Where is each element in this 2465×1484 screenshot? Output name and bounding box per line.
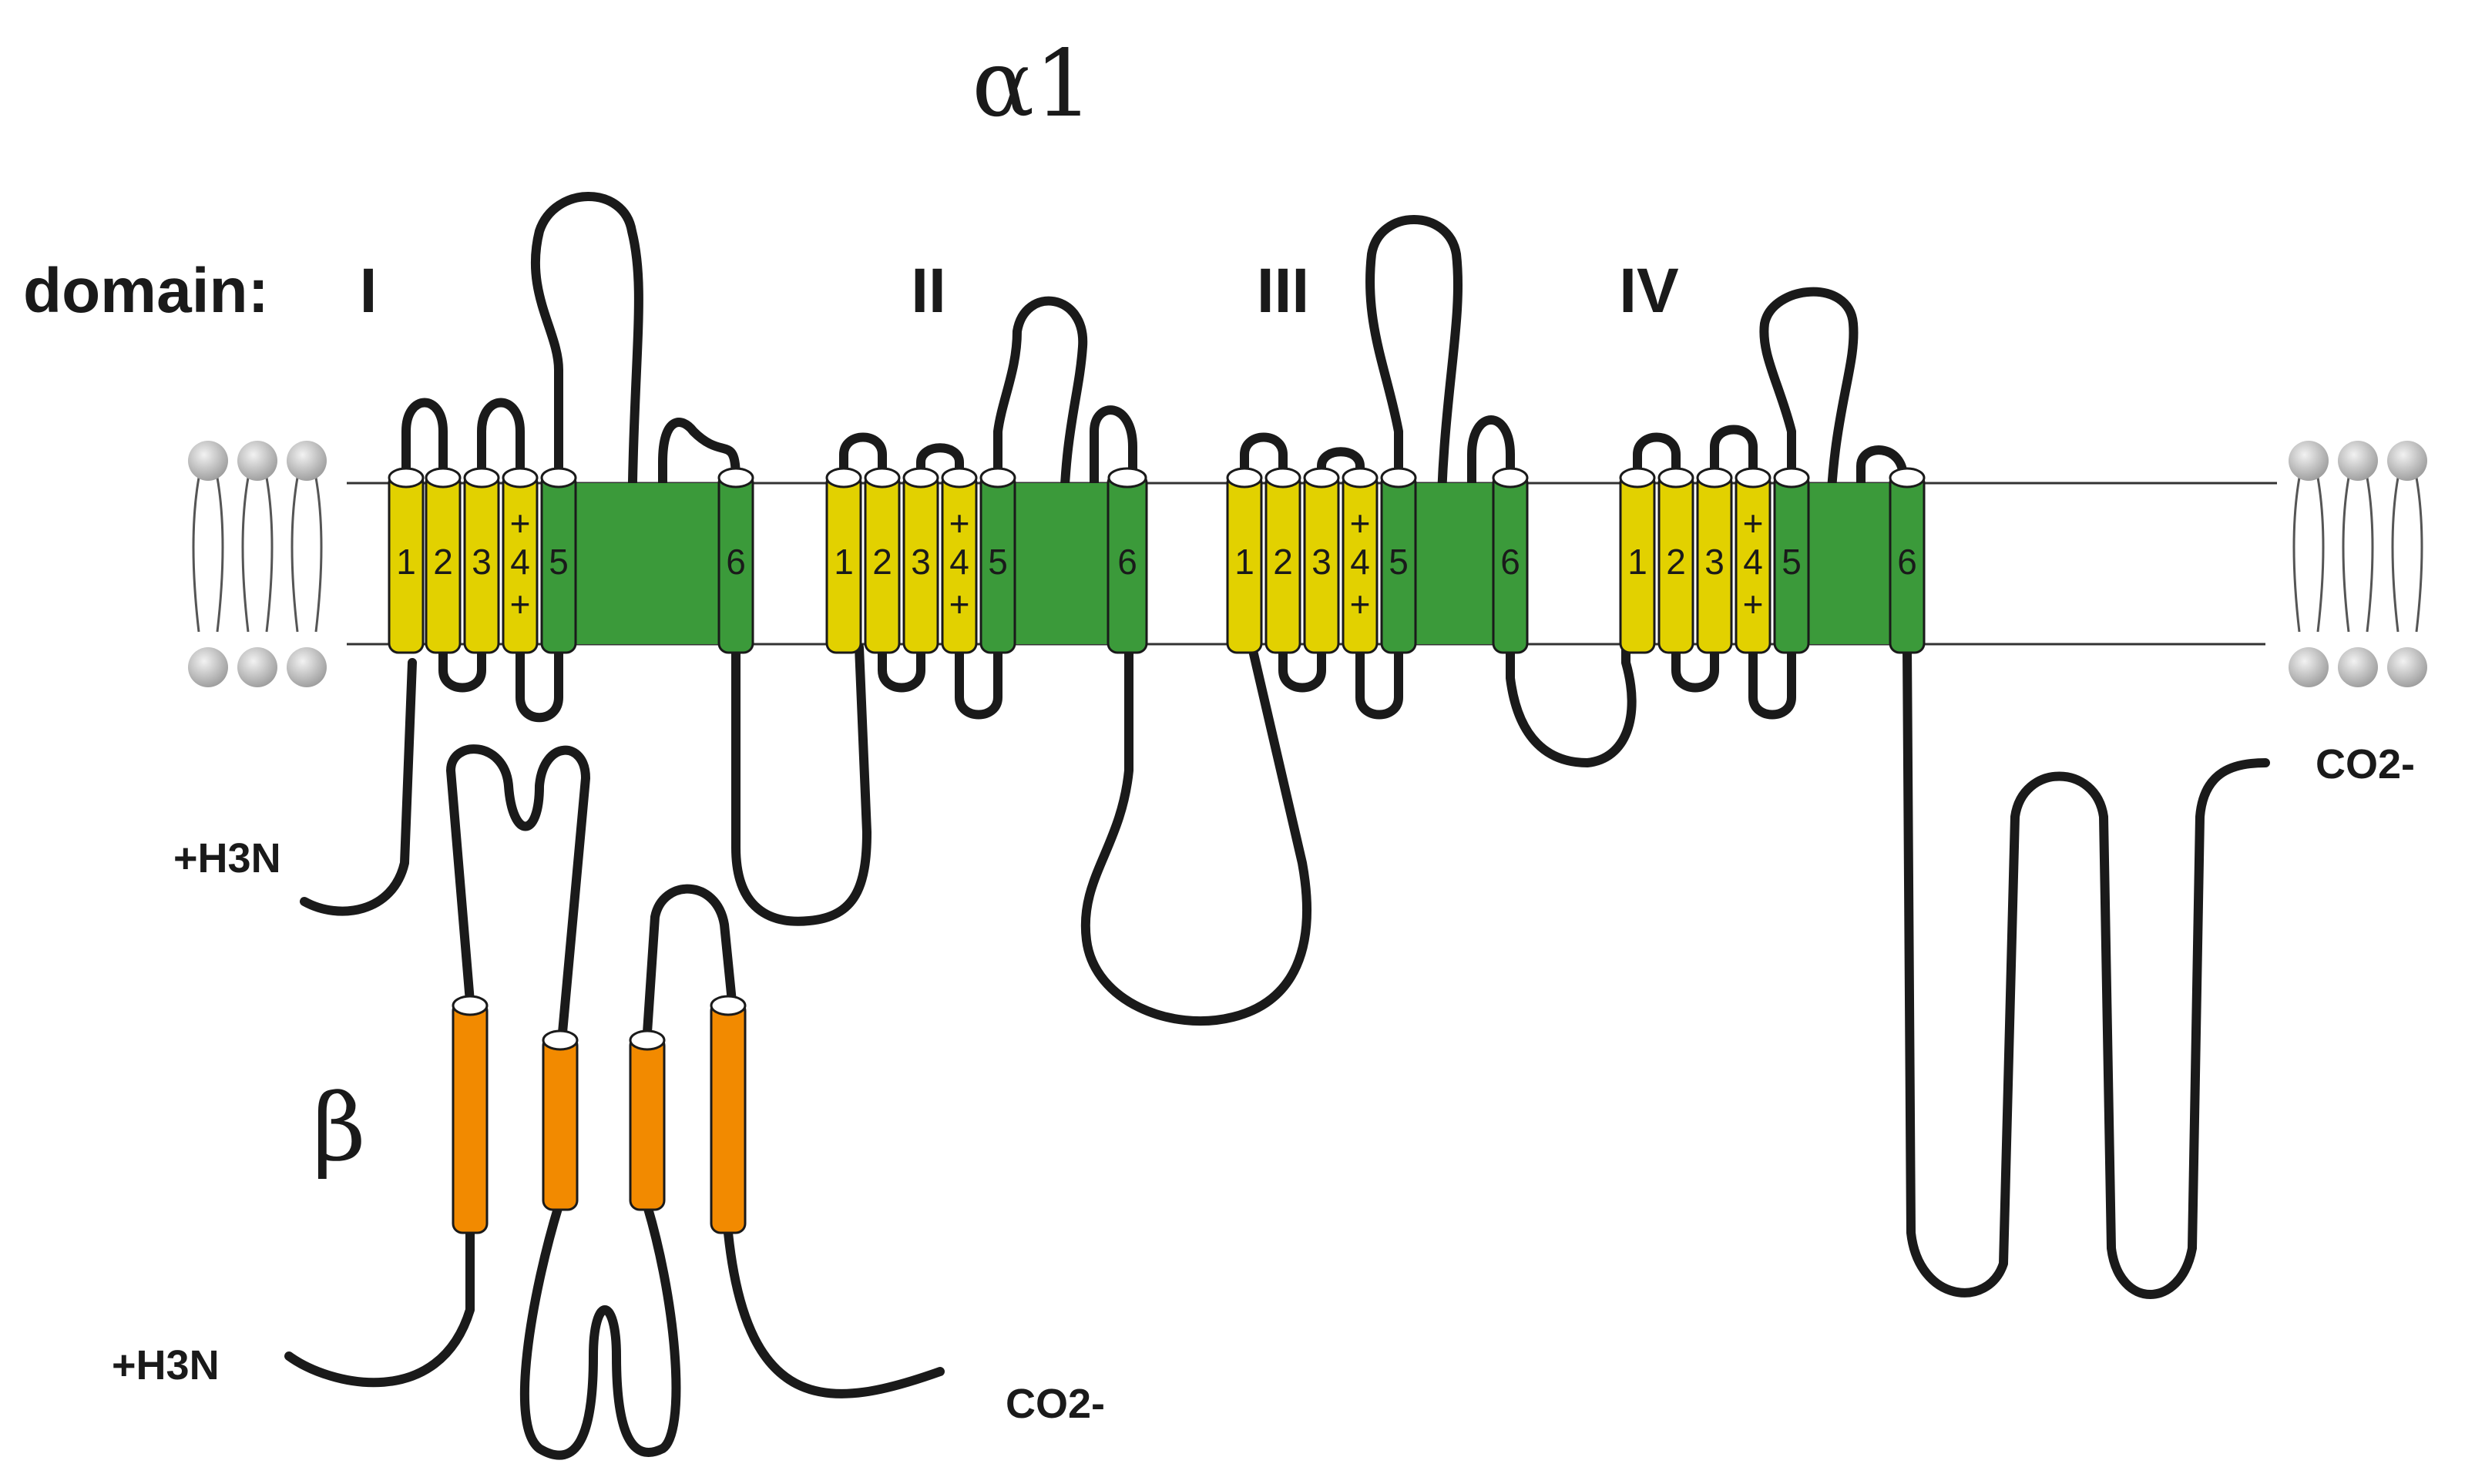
svg-text:1: 1 [834,542,854,582]
svg-text:1: 1 [396,542,416,582]
svg-text:6: 6 [1500,542,1520,582]
svg-text:+: + [1350,584,1371,624]
svg-text:+: + [1350,503,1371,543]
beta-chain [284,744,945,1460]
svg-text:+: + [949,503,970,543]
svg-text:5: 5 [1389,542,1409,582]
beta-label: β [312,1075,365,1182]
domain2-s5-s6-pore-region [1006,483,1117,644]
svg-text:1: 1 [1627,542,1647,582]
svg-text:6: 6 [726,542,746,582]
svg-text:6: 6 [1117,542,1137,582]
lipid-bilayer-left [188,441,327,687]
domain3-s5-s6-pore-region [1406,483,1499,644]
alpha1-title: α1 [972,31,1093,138]
svg-text:5: 5 [1782,542,1802,582]
beta-n-terminus: +H3N [112,1342,220,1388]
domain4-s5-s6-pore-region [1799,483,1903,644]
svg-text:2: 2 [433,542,453,582]
svg-text:1: 1 [1234,542,1254,582]
domain-label-IV: IV [1619,256,1679,326]
alpha1-n-terminus: +H3N [173,835,281,881]
svg-text:+: + [510,584,531,624]
svg-text:3: 3 [1704,542,1724,582]
svg-text:+: + [949,584,970,624]
svg-text:4: 4 [510,542,530,582]
svg-text:+: + [1743,503,1764,543]
svg-text:+: + [510,503,531,543]
domain2-helices [825,467,1148,654]
domain4-helices [1619,467,1926,654]
svg-text:2: 2 [872,542,892,582]
beta-helices [452,995,747,1234]
svg-text:2: 2 [1273,542,1293,582]
beta-c-terminus: CO2- [1006,1381,1105,1427]
domain-label-I: I [360,256,378,326]
lipid-bilayer-right [2289,441,2427,687]
svg-text:4: 4 [1350,542,1370,582]
alpha1-chain [300,192,2270,1299]
domain-label-III: III [1257,256,1309,326]
svg-text:4: 4 [1743,542,1763,582]
svg-text:3: 3 [911,542,931,582]
segment-labels: 1 2 3 4 + + 5 6 1 2 3 4 + + 5 6 1 2 3 4 … [396,503,1917,624]
domain1-helices [388,467,754,654]
svg-text:5: 5 [549,542,569,582]
domain-label-II: II [911,256,946,326]
alpha1-c-terminus: CO2- [2316,741,2415,787]
svg-text:4: 4 [949,542,969,582]
svg-text:2: 2 [1666,542,1686,582]
domain1-s5-s6-pore-region [566,483,728,644]
svg-text:3: 3 [472,542,492,582]
svg-text:+: + [1743,584,1764,624]
alpha1-helices [388,467,1926,654]
svg-text:6: 6 [1897,542,1917,582]
svg-text:3: 3 [1311,542,1332,582]
domain-label: domain: [23,256,269,326]
svg-text:5: 5 [988,542,1008,582]
domain3-helices [1226,467,1529,654]
